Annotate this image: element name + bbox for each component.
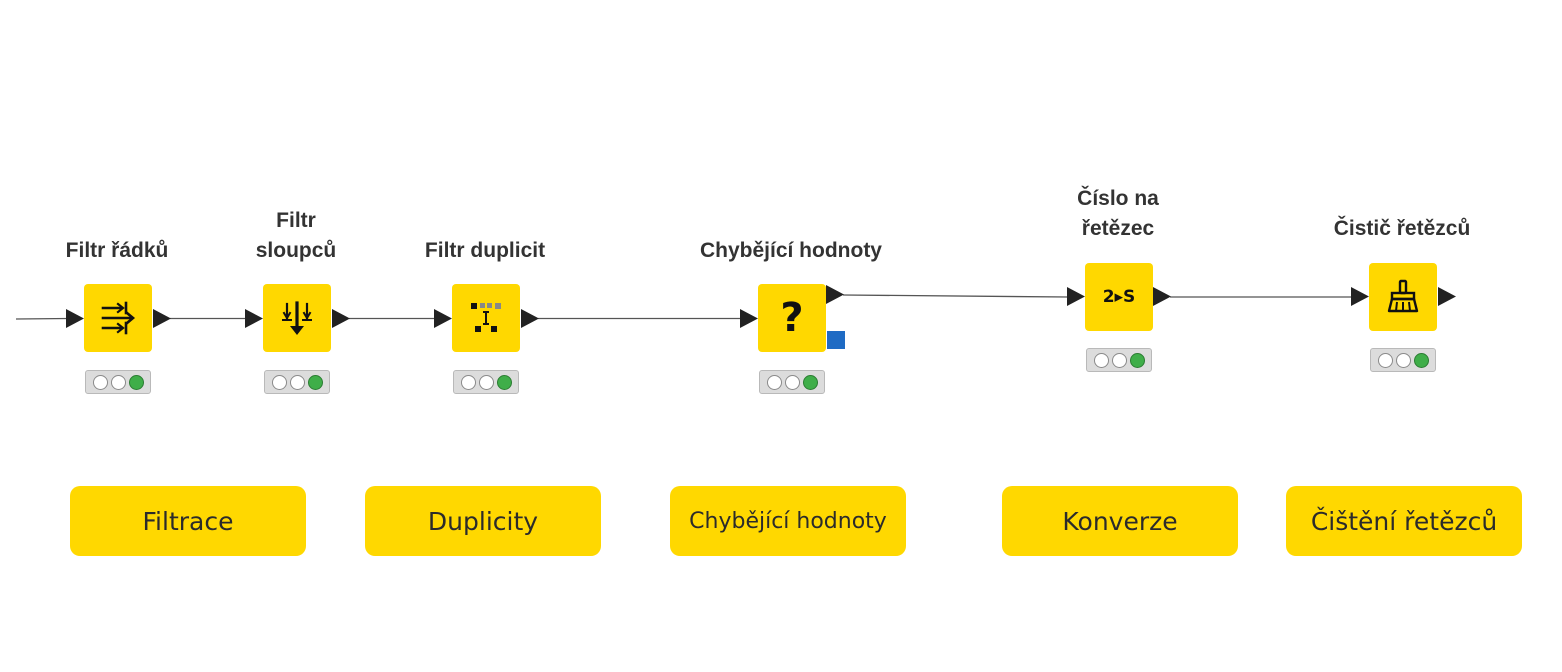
status-light-red-off xyxy=(1093,352,1109,368)
connection-incoming[interactable] xyxy=(15,317,69,320)
output-port[interactable] xyxy=(1153,287,1171,306)
node-status-column-filter xyxy=(264,370,330,394)
node-missing-values[interactable]: ? xyxy=(758,284,826,352)
status-light-green-on xyxy=(496,374,512,390)
node-label-line: Filtr xyxy=(276,209,316,232)
status-light-yellow-off xyxy=(784,374,800,390)
node-label-line: Filtr řádků xyxy=(65,239,169,262)
status-light-green-on xyxy=(802,374,818,390)
output-port[interactable] xyxy=(332,309,350,328)
node-status-duplicate-filter xyxy=(453,370,519,394)
broom-icon xyxy=(1387,279,1419,313)
node-row-filter[interactable] xyxy=(84,284,152,352)
input-port[interactable] xyxy=(434,309,452,328)
status-light-red-off xyxy=(92,374,108,390)
input-port[interactable] xyxy=(1351,287,1369,306)
status-light-green-on xyxy=(1413,352,1429,368)
node-duplicate-filter[interactable] xyxy=(452,284,520,352)
node-label-column-filter: Filtr sloupců xyxy=(196,206,396,266)
node-status-string-cleaner xyxy=(1370,348,1436,372)
status-light-yellow-off xyxy=(110,374,126,390)
node-label-line: Čistič řetězců xyxy=(1333,217,1471,240)
status-light-red-off xyxy=(271,374,287,390)
status-light-red-off xyxy=(766,374,782,390)
connection-missing-values-to-number-to-string[interactable] xyxy=(842,294,1069,298)
node-label-missing-values: Chybějící hodnoty xyxy=(691,236,891,266)
node-label-row-filter: Filtr řádků xyxy=(17,236,217,266)
status-light-red-off xyxy=(460,374,476,390)
status-light-yellow-off xyxy=(1395,352,1411,368)
node-label-string-cleaner: Čistič řetězců xyxy=(1302,214,1502,244)
output-port[interactable] xyxy=(521,309,539,328)
status-light-yellow-off xyxy=(478,374,494,390)
group-missing-values[interactable]: Chybějící hodnoty xyxy=(670,486,906,556)
group-string-cleaning[interactable]: Čištění řetězců xyxy=(1286,486,1522,556)
status-light-yellow-off xyxy=(1111,352,1127,368)
status-light-yellow-off xyxy=(289,374,305,390)
output-port[interactable] xyxy=(153,309,171,328)
input-port[interactable] xyxy=(740,309,758,328)
status-light-red-off xyxy=(1377,352,1393,368)
node-number-to-string[interactable]: 2▸S xyxy=(1085,263,1153,331)
node-column-filter[interactable] xyxy=(263,284,331,352)
node-label-line: Chybějící hodnoty xyxy=(699,239,882,262)
status-light-green-on xyxy=(307,374,323,390)
input-port[interactable] xyxy=(66,309,84,328)
input-port[interactable] xyxy=(245,309,263,328)
node-label-duplicate-filter: Filtr duplicit xyxy=(385,236,585,266)
node-label-line: sloupců xyxy=(255,239,337,262)
node-string-cleaner[interactable] xyxy=(1369,263,1437,331)
group-duplicates[interactable]: Duplicity xyxy=(365,486,601,556)
node-label-line: řetězec xyxy=(1081,217,1155,240)
input-port[interactable] xyxy=(1067,287,1085,306)
node-label-line: Filtr duplicit xyxy=(424,239,546,262)
group-filtering[interactable]: Filtrace xyxy=(70,486,306,556)
node-status-row-filter xyxy=(85,370,151,394)
node-status-missing-values xyxy=(759,370,825,394)
question-mark-icon: ? xyxy=(780,295,804,341)
number-to-string-icon: 2▸S xyxy=(1102,287,1136,307)
output-port[interactable] xyxy=(826,285,844,304)
node-label-line: Číslo na xyxy=(1077,187,1159,210)
node-label-number-to-string: Číslo na řetězec xyxy=(1018,184,1218,244)
row-filter-icon xyxy=(101,301,136,335)
output-port[interactable] xyxy=(1438,287,1456,306)
group-conversion[interactable]: Konverze xyxy=(1002,486,1238,556)
node-status-number-to-string xyxy=(1086,348,1152,372)
status-light-green-on xyxy=(128,374,144,390)
flow-variable-port[interactable] xyxy=(827,331,845,349)
status-light-green-on xyxy=(1129,352,1145,368)
column-filter-icon xyxy=(282,301,312,335)
duplicate-filter-icon xyxy=(471,303,501,332)
